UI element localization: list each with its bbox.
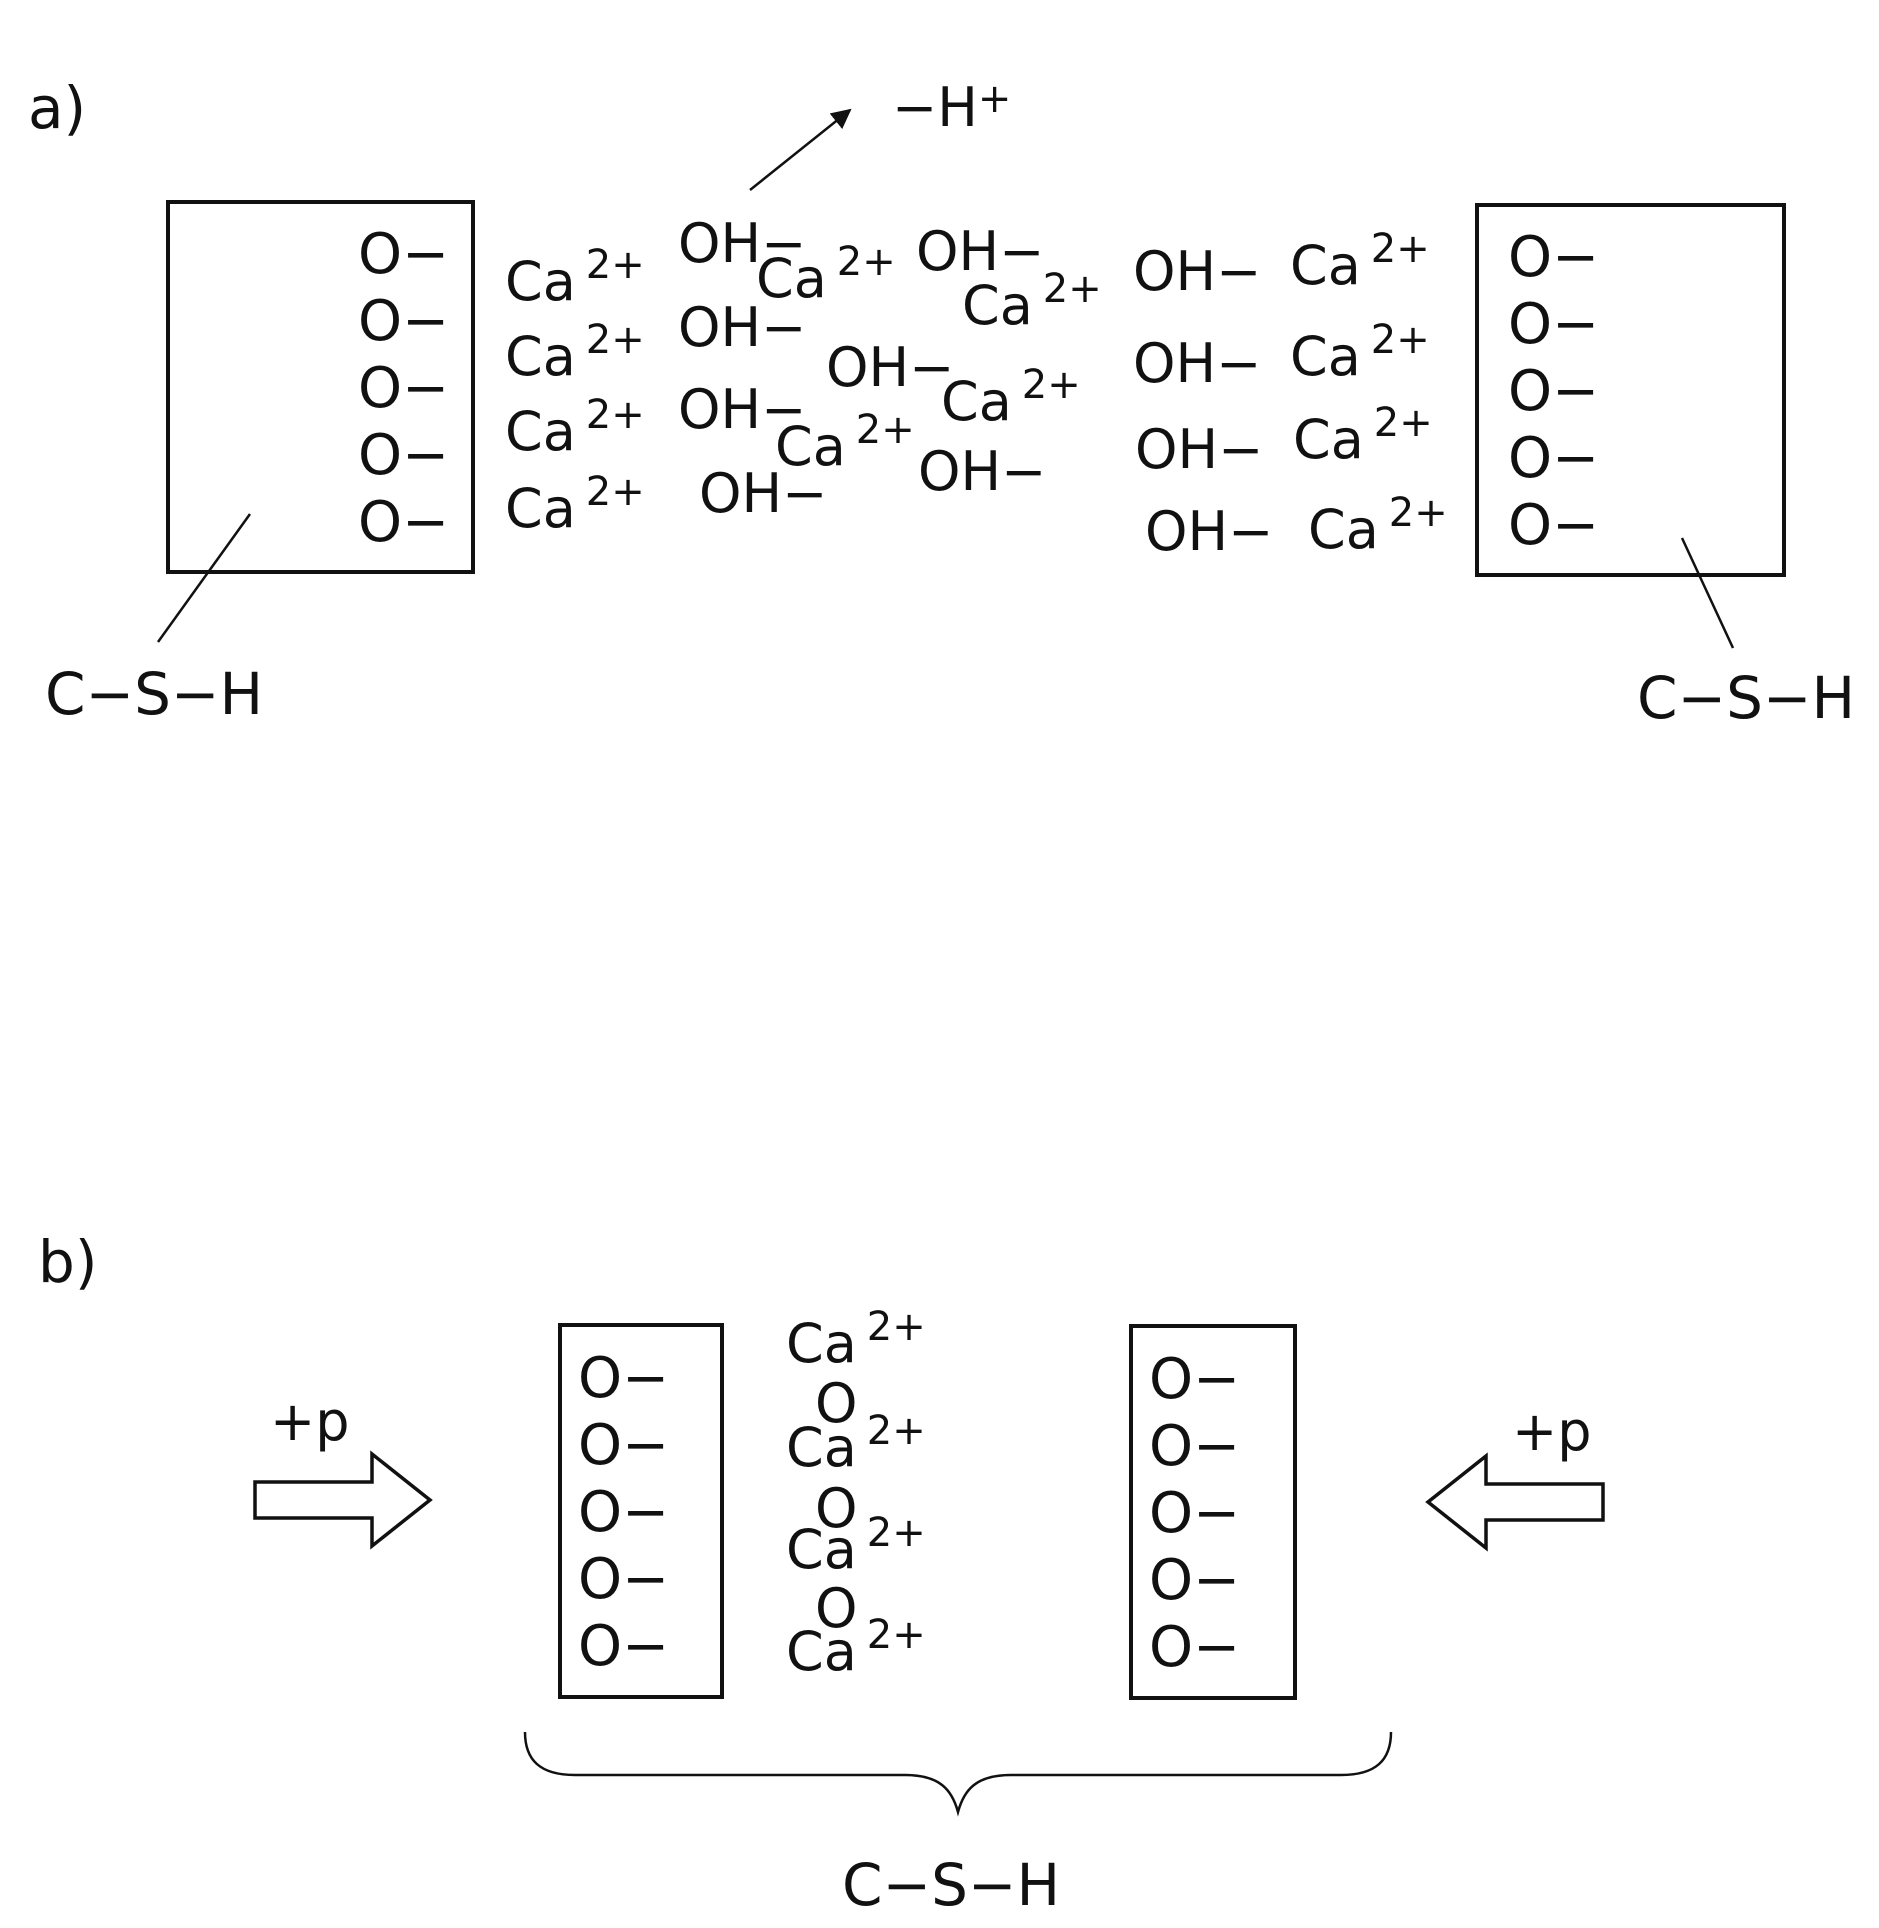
calcium-ion: Ca2+	[505, 469, 645, 540]
surface-group: O−	[578, 1413, 669, 1478]
pressure-left-label: +p	[270, 1390, 350, 1453]
calcium-ion: Ca2+	[786, 1304, 926, 1375]
surface-group: O−	[1508, 292, 1599, 357]
hydroxide-ion: OH−	[1135, 418, 1263, 481]
surface-group: O−	[1149, 1548, 1240, 1613]
bridging-oxygen: O	[815, 1577, 858, 1640]
proton-release-charge: +	[978, 76, 1012, 122]
calcium-ion: Ca2+	[1293, 400, 1433, 471]
surface-group: O−	[1508, 426, 1599, 491]
surface-group: O−	[1508, 359, 1599, 424]
surface-group: O−	[358, 423, 449, 488]
surface-group: O−	[1149, 1615, 1240, 1680]
panel-a-right-groups: O− O− O− O− O−	[1508, 225, 1599, 558]
panel-a-label: a)	[28, 74, 86, 142]
panel-a-right-leader-line	[1682, 538, 1733, 648]
proton-release-base: −H	[892, 76, 978, 139]
calcium-ion: Ca2+	[505, 317, 645, 388]
pressure-left-arrow	[255, 1454, 430, 1546]
calcium-ion: Ca2+	[1290, 226, 1430, 297]
bridging-oxygen: O	[815, 1372, 858, 1435]
pressure-right-label: +p	[1512, 1400, 1592, 1463]
calcium-ion: Ca2+	[941, 362, 1081, 433]
proton-release-label: −H+	[892, 76, 1011, 139]
surface-group: O−	[578, 1547, 669, 1612]
surface-group: O−	[1508, 225, 1599, 290]
panel-a-left-groups: O− O− O− O− O−	[358, 222, 449, 555]
surface-group: O−	[358, 289, 449, 354]
calcium-ion: Ca2+	[1290, 317, 1430, 388]
hydroxide-ion: OH−	[678, 212, 806, 275]
hydroxide-ion: OH−	[916, 220, 1044, 283]
panel-a-left-csh-label: C−S−H	[45, 660, 263, 728]
csh-brace	[525, 1732, 1391, 1812]
panel-b-right-groups: O− O− O− O− O−	[1149, 1347, 1240, 1680]
panel-b-left-groups: O− O− O− O− O−	[578, 1346, 669, 1679]
panel-a-left-leader-line	[158, 514, 250, 642]
pressure-right-arrow	[1428, 1456, 1603, 1548]
hydroxide-ion: OH−	[918, 440, 1046, 503]
hydroxide-ion: OH−	[1133, 332, 1261, 395]
proton-release-arrow	[750, 110, 850, 190]
surface-group: O−	[578, 1614, 669, 1679]
panel-a-right-csh-label: C−S−H	[1637, 664, 1855, 732]
surface-group: O−	[1149, 1347, 1240, 1412]
panel-b-label: b)	[38, 1228, 97, 1296]
hydroxide-ion: OH−	[1133, 240, 1261, 303]
surface-group: O−	[578, 1346, 669, 1411]
surface-group: O−	[578, 1480, 669, 1545]
bridging-oxygen: O	[815, 1477, 858, 1540]
panel-a-ion-cloud: Ca2+Ca2+Ca2+Ca2+Ca2+Ca2+Ca2+Ca2+Ca2+Ca2+…	[505, 212, 1448, 563]
hydroxide-ion: OH−	[678, 296, 806, 359]
calcium-ion: Ca2+	[505, 392, 645, 463]
surface-group: O−	[1508, 493, 1599, 558]
calcium-ion: Ca2+	[1308, 490, 1448, 561]
surface-group: O−	[358, 356, 449, 421]
hydroxide-ion: OH−	[678, 378, 806, 441]
hydroxide-ion: OH−	[699, 462, 827, 525]
calcium-ion: Ca2+	[505, 242, 645, 313]
panel-b-csh-label: C−S−H	[842, 1851, 1060, 1919]
surface-group: O−	[1149, 1414, 1240, 1479]
panel-b-ca-o-bridge: Ca2+Ca2+Ca2+Ca2+OOO	[786, 1304, 926, 1683]
surface-group: O−	[358, 490, 449, 555]
hydroxide-ion: OH−	[1145, 500, 1273, 563]
hydroxide-ion: OH−	[826, 336, 954, 399]
surface-group: O−	[358, 222, 449, 287]
surface-group: O−	[1149, 1481, 1240, 1546]
